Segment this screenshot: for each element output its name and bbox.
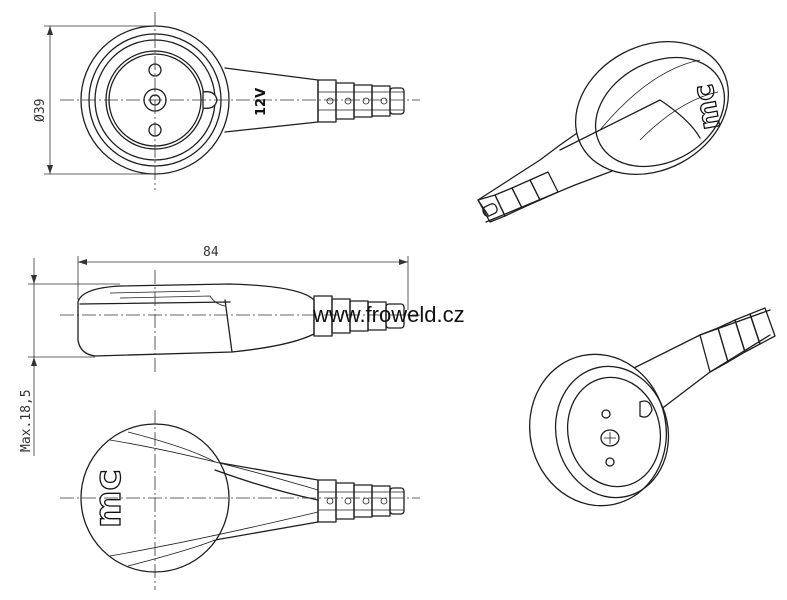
top-view: 12V Ø39 <box>33 12 420 190</box>
perspective-front-ribs <box>699 307 776 373</box>
perspective-front-connector-edge <box>629 309 771 371</box>
watermark-text: www.froweld.cz <box>312 302 465 327</box>
bottom-view: mc <box>60 410 420 590</box>
logo-mark: mc <box>88 469 129 528</box>
side-view-ribs <box>313 295 405 337</box>
perspective-front-head <box>528 353 668 507</box>
bottom-view-body <box>214 461 319 541</box>
side-view-body <box>77 283 315 357</box>
perspective-back-ribs <box>477 171 559 223</box>
perspective-back-head <box>574 40 730 176</box>
length-dimension: 84 <box>203 245 219 260</box>
top-view-ribs <box>317 79 405 123</box>
bottom-view-ribs <box>317 479 405 523</box>
side-view: 84 Max.18,5 <box>19 245 420 456</box>
perspective-center-pin <box>600 429 620 447</box>
voltage-label: 12V <box>254 88 269 116</box>
perspective-view-front <box>528 307 776 507</box>
height-dimension: Max.18,5 <box>19 389 34 452</box>
diameter-dimension: Ø39 <box>33 99 48 122</box>
perspective-view-back: mc <box>477 40 730 223</box>
